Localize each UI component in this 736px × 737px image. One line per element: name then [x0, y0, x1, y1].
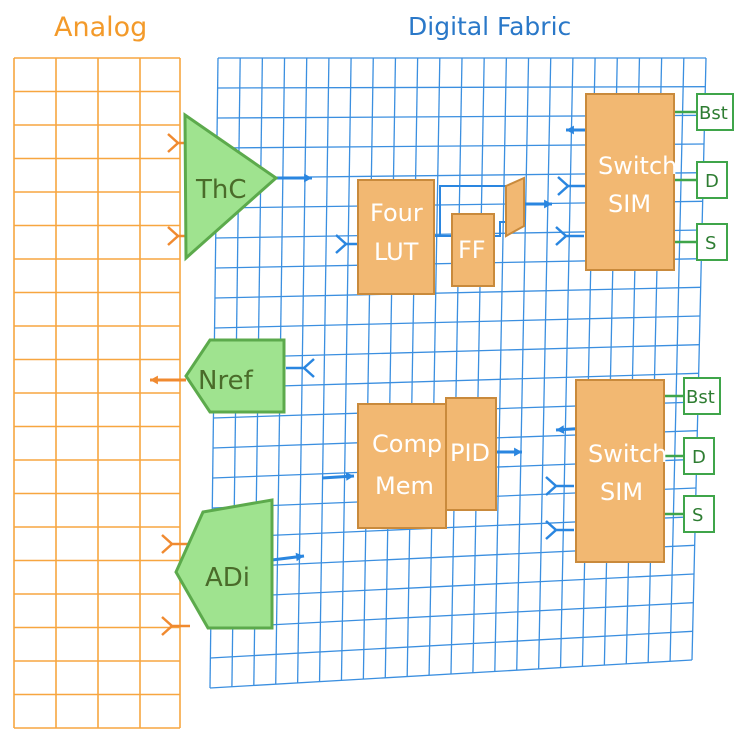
digital-grid-vline	[362, 57, 374, 680]
digital-grid-vline	[559, 57, 574, 668]
mux-shape	[505, 176, 525, 238]
digital-grid-hline	[217, 86, 706, 89]
digital-grid-hline	[209, 659, 693, 689]
digital-grid-hline	[211, 573, 695, 599]
digital-grid-vline	[384, 57, 397, 678]
thc-interface: ThC	[183, 112, 279, 262]
ff-block: FF	[451, 213, 495, 287]
analog-grid	[13, 57, 181, 729]
adi-label: ADi	[205, 563, 250, 593]
switch-bottom-input-2	[545, 520, 574, 540]
nref-output-arrow-head	[150, 375, 158, 385]
ff-to-mux-wire	[494, 221, 506, 237]
nref-input-fork	[286, 358, 315, 378]
adi-input-bottom	[161, 616, 190, 636]
analog-title: Analog	[54, 12, 147, 43]
pid-block: PID	[445, 397, 497, 511]
pid-label: PID	[450, 439, 490, 467]
comp-mem-line2: Mem	[375, 472, 434, 500]
digital-grid-hline	[210, 602, 694, 629]
switch-bottom-output-arrow-head	[556, 425, 565, 434]
digital-grid-vline	[450, 57, 463, 675]
switch-sim-top-block: Switch SIM	[585, 93, 677, 271]
digital-grid-vline	[537, 57, 552, 669]
ff-label: FF	[458, 236, 486, 264]
comp-mem-line1: Comp	[372, 430, 442, 458]
switch-sim-top-line2: SIM	[608, 190, 651, 218]
adi-interface: ADi	[174, 498, 274, 630]
digital-grid-vline	[691, 57, 707, 661]
comp-mem-input-arrow-head	[345, 472, 354, 481]
digital-grid-vline	[406, 57, 419, 677]
switch-bottom-input-1	[545, 476, 574, 496]
digital-grid-vline	[340, 57, 352, 681]
digital-grid-vline	[318, 57, 330, 682]
switch-top-input-1	[557, 176, 586, 196]
pin-bottom-d: D	[692, 447, 706, 468]
pin-top-s: S	[705, 233, 716, 254]
four-lut-line2: LUT	[374, 238, 419, 266]
four-lut-line1: Four	[370, 199, 423, 227]
four-lut-block: Four LUT	[357, 179, 435, 295]
mux-output-arrow-head	[544, 199, 552, 209]
thc-label: ThC	[195, 175, 247, 205]
digital-grid-vline	[669, 57, 685, 662]
switch-sim-bottom-line1: Switch	[588, 440, 667, 468]
thc-output-arrow-head	[304, 173, 312, 183]
switch-top-output-arrow-head	[566, 125, 574, 135]
digital-grid-vline	[428, 57, 441, 676]
nref-label: Nref	[198, 366, 254, 396]
digital-grid-hline	[213, 372, 699, 389]
switch-top-input-2	[555, 226, 584, 246]
digital-grid-vline	[494, 57, 508, 672]
pin-top-d: D	[705, 171, 719, 192]
pid-output-arrow-head	[514, 447, 522, 457]
lut-to-mux-wire	[439, 185, 506, 236]
digital-grid-vline	[472, 57, 485, 673]
pins-top: Bst D S	[696, 93, 734, 261]
pin-bottom-s: S	[692, 505, 703, 526]
digital-grid-hline	[214, 286, 701, 299]
pin-bottom-bst: Bst	[686, 387, 715, 408]
digital-grid-hline	[214, 315, 701, 329]
pins-bottom: Bst D S	[683, 377, 721, 533]
digital-fabric-title: Digital Fabric	[408, 12, 571, 41]
digital-grid-hline	[210, 630, 693, 659]
pin-top-bst: Bst	[699, 103, 728, 124]
switch-sim-bottom-line2: SIM	[600, 478, 643, 506]
switch-sim-bottom-block: Switch SIM	[575, 379, 667, 563]
adi-output-arrow-head	[295, 552, 304, 562]
digital-grid-vline	[296, 57, 308, 683]
digital-grid-hline	[214, 344, 700, 359]
digital-grid-vline	[516, 57, 530, 671]
nref-interface: Nref	[184, 338, 286, 414]
switch-sim-top-line1: Switch	[598, 152, 677, 180]
comp-mem-block: Comp Mem	[357, 403, 447, 529]
